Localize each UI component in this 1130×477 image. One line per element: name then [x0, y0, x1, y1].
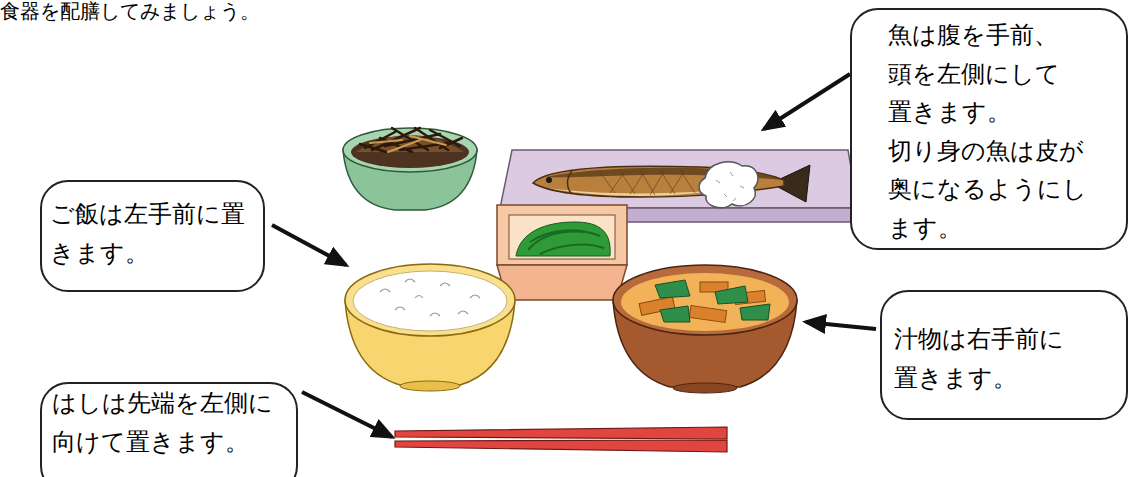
- instruction-heading: 食器を配膳してみましょう。: [0, 0, 260, 22]
- fish-eye: [546, 177, 552, 183]
- miso-soup: [621, 273, 789, 331]
- callout-box: 汁物は右手前に 置きます。: [880, 290, 1128, 420]
- square-dish-front: [497, 265, 627, 300]
- leader-arrow: [302, 392, 392, 437]
- rice: [353, 271, 507, 331]
- rice-grains: [380, 279, 480, 316]
- seaweed: [660, 306, 690, 322]
- radish-texture: [716, 172, 744, 201]
- seaweed: [740, 304, 770, 320]
- leader-arrow: [272, 225, 346, 265]
- hijiki-strands: [360, 128, 462, 152]
- callout-box: 魚は腹を手前、 頭を左側にして 置きます。 切り身の魚は皮が 奥になるようにし …: [850, 8, 1128, 250]
- greens-stripes: [528, 230, 604, 254]
- callout-text: 魚は腹を手前、 頭を左側にして 置きます。 切り身の魚は皮が 奥になるようにし …: [888, 16, 1118, 247]
- fried-tofu: [689, 306, 726, 323]
- callout-box: はしは先端を左側に 向けて置きます。: [40, 382, 298, 477]
- side-bowl-rim: [343, 128, 477, 172]
- callout-box: ご飯は左手前に置 きます。: [40, 180, 265, 292]
- soup-bowl-rim: [613, 265, 797, 335]
- greens: [516, 222, 610, 256]
- fish-plate: [500, 150, 858, 208]
- fish-gill: [568, 171, 573, 194]
- leader-arrow: [764, 74, 850, 129]
- square-dish-well: [509, 215, 615, 259]
- rice-bowl-foot: [400, 381, 460, 391]
- soup-bowl-foot: [673, 383, 737, 393]
- callout-text: ご飯は左手前に置 きます。: [50, 195, 255, 272]
- grated-radish: [699, 162, 758, 208]
- callout-text: はしは先端を左側に 向けて置きます。: [52, 384, 288, 461]
- grill-marks: [600, 170, 695, 195]
- rice-bowl-rim: [345, 264, 515, 336]
- square-dish: [497, 205, 627, 265]
- leader-arrow: [806, 322, 876, 329]
- chopstick: [395, 427, 727, 439]
- seaweed: [715, 286, 748, 304]
- fish-belly: [548, 188, 710, 196]
- callout-text: 汁物は右手前に 置きます。: [894, 320, 1118, 397]
- seaweed: [655, 280, 690, 298]
- chopstick: [395, 440, 727, 452]
- carrot-strands: [370, 136, 446, 152]
